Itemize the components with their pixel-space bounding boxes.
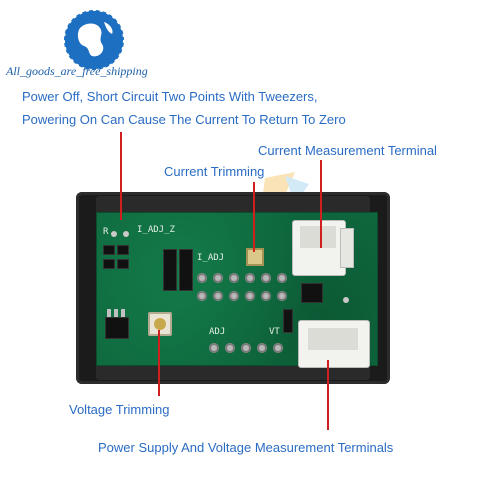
- current-trimming-label: Current Trimming: [164, 164, 265, 179]
- header-pad: [277, 273, 287, 283]
- pointer-supply-terminals: [327, 360, 329, 430]
- pointer-current-terminal: [320, 160, 322, 248]
- header-pad: [245, 291, 255, 301]
- power-note-line-2: Powering On Can Cause The Current To Ret…: [22, 112, 346, 127]
- silk-vt: VT: [269, 327, 280, 337]
- bezel-top-rail: [96, 196, 370, 214]
- resistor-array: [179, 249, 193, 291]
- smd-resistor: [103, 245, 115, 255]
- sense-chip: [301, 283, 323, 303]
- header-pad: [241, 343, 251, 353]
- header-pad: [273, 343, 283, 353]
- short-pad-2: [123, 231, 129, 237]
- bezel-bottom-rail: [96, 364, 370, 380]
- smd-resistor: [117, 259, 129, 269]
- header-pad: [257, 343, 267, 353]
- current-connector-tab: [340, 228, 354, 268]
- silk-r: R: [103, 227, 109, 237]
- silk-i-adj-z: I_ADJ_Z: [137, 225, 175, 235]
- smd-resistor: [103, 259, 115, 269]
- supply-terminals-label: Power Supply And Voltage Measurement Ter…: [98, 440, 394, 455]
- voltage-trim-potentiometer: [148, 312, 172, 336]
- regulator-chip: [105, 317, 129, 339]
- resistor-array: [163, 249, 177, 291]
- pointer-short-pads: [120, 132, 122, 220]
- smd-resistor: [117, 245, 129, 255]
- header-pad: [261, 273, 271, 283]
- power-note-line-1: Power Off, Short Circuit Two Points With…: [22, 89, 318, 104]
- header-pad: [229, 291, 239, 301]
- header-pad: [197, 291, 207, 301]
- header-pad: [277, 291, 287, 301]
- chip-pin: [121, 309, 125, 317]
- current-connector-slot: [300, 226, 336, 248]
- header-pad: [261, 291, 271, 301]
- header-pad: [229, 273, 239, 283]
- supply-connector-slot: [308, 328, 358, 350]
- pointer-current-trim: [253, 182, 255, 252]
- chip-pin: [107, 309, 111, 317]
- pointer-voltage-trim: [158, 330, 160, 396]
- header-pad: [213, 291, 223, 301]
- silk-adj: ADJ: [209, 327, 226, 337]
- header-pad: [213, 273, 223, 283]
- chip-pin: [114, 309, 118, 317]
- smd-resistor: [283, 309, 293, 333]
- header-pad: [197, 273, 207, 283]
- short-pad-1: [111, 231, 117, 237]
- silk-i-adj: I_ADJ: [197, 253, 225, 263]
- mount-hole: [343, 297, 349, 303]
- voltage-trimming-label: Voltage Trimming: [69, 402, 170, 417]
- header-pad: [209, 343, 219, 353]
- current-trim-potentiometer: [246, 248, 264, 266]
- shop-name: All_goods_are_free_shipping: [6, 64, 148, 78]
- header-pad: [225, 343, 235, 353]
- current-terminal-label: Current Measurement Terminal: [258, 143, 437, 158]
- globe-logo-icon: [63, 9, 125, 71]
- header-pad: [245, 273, 255, 283]
